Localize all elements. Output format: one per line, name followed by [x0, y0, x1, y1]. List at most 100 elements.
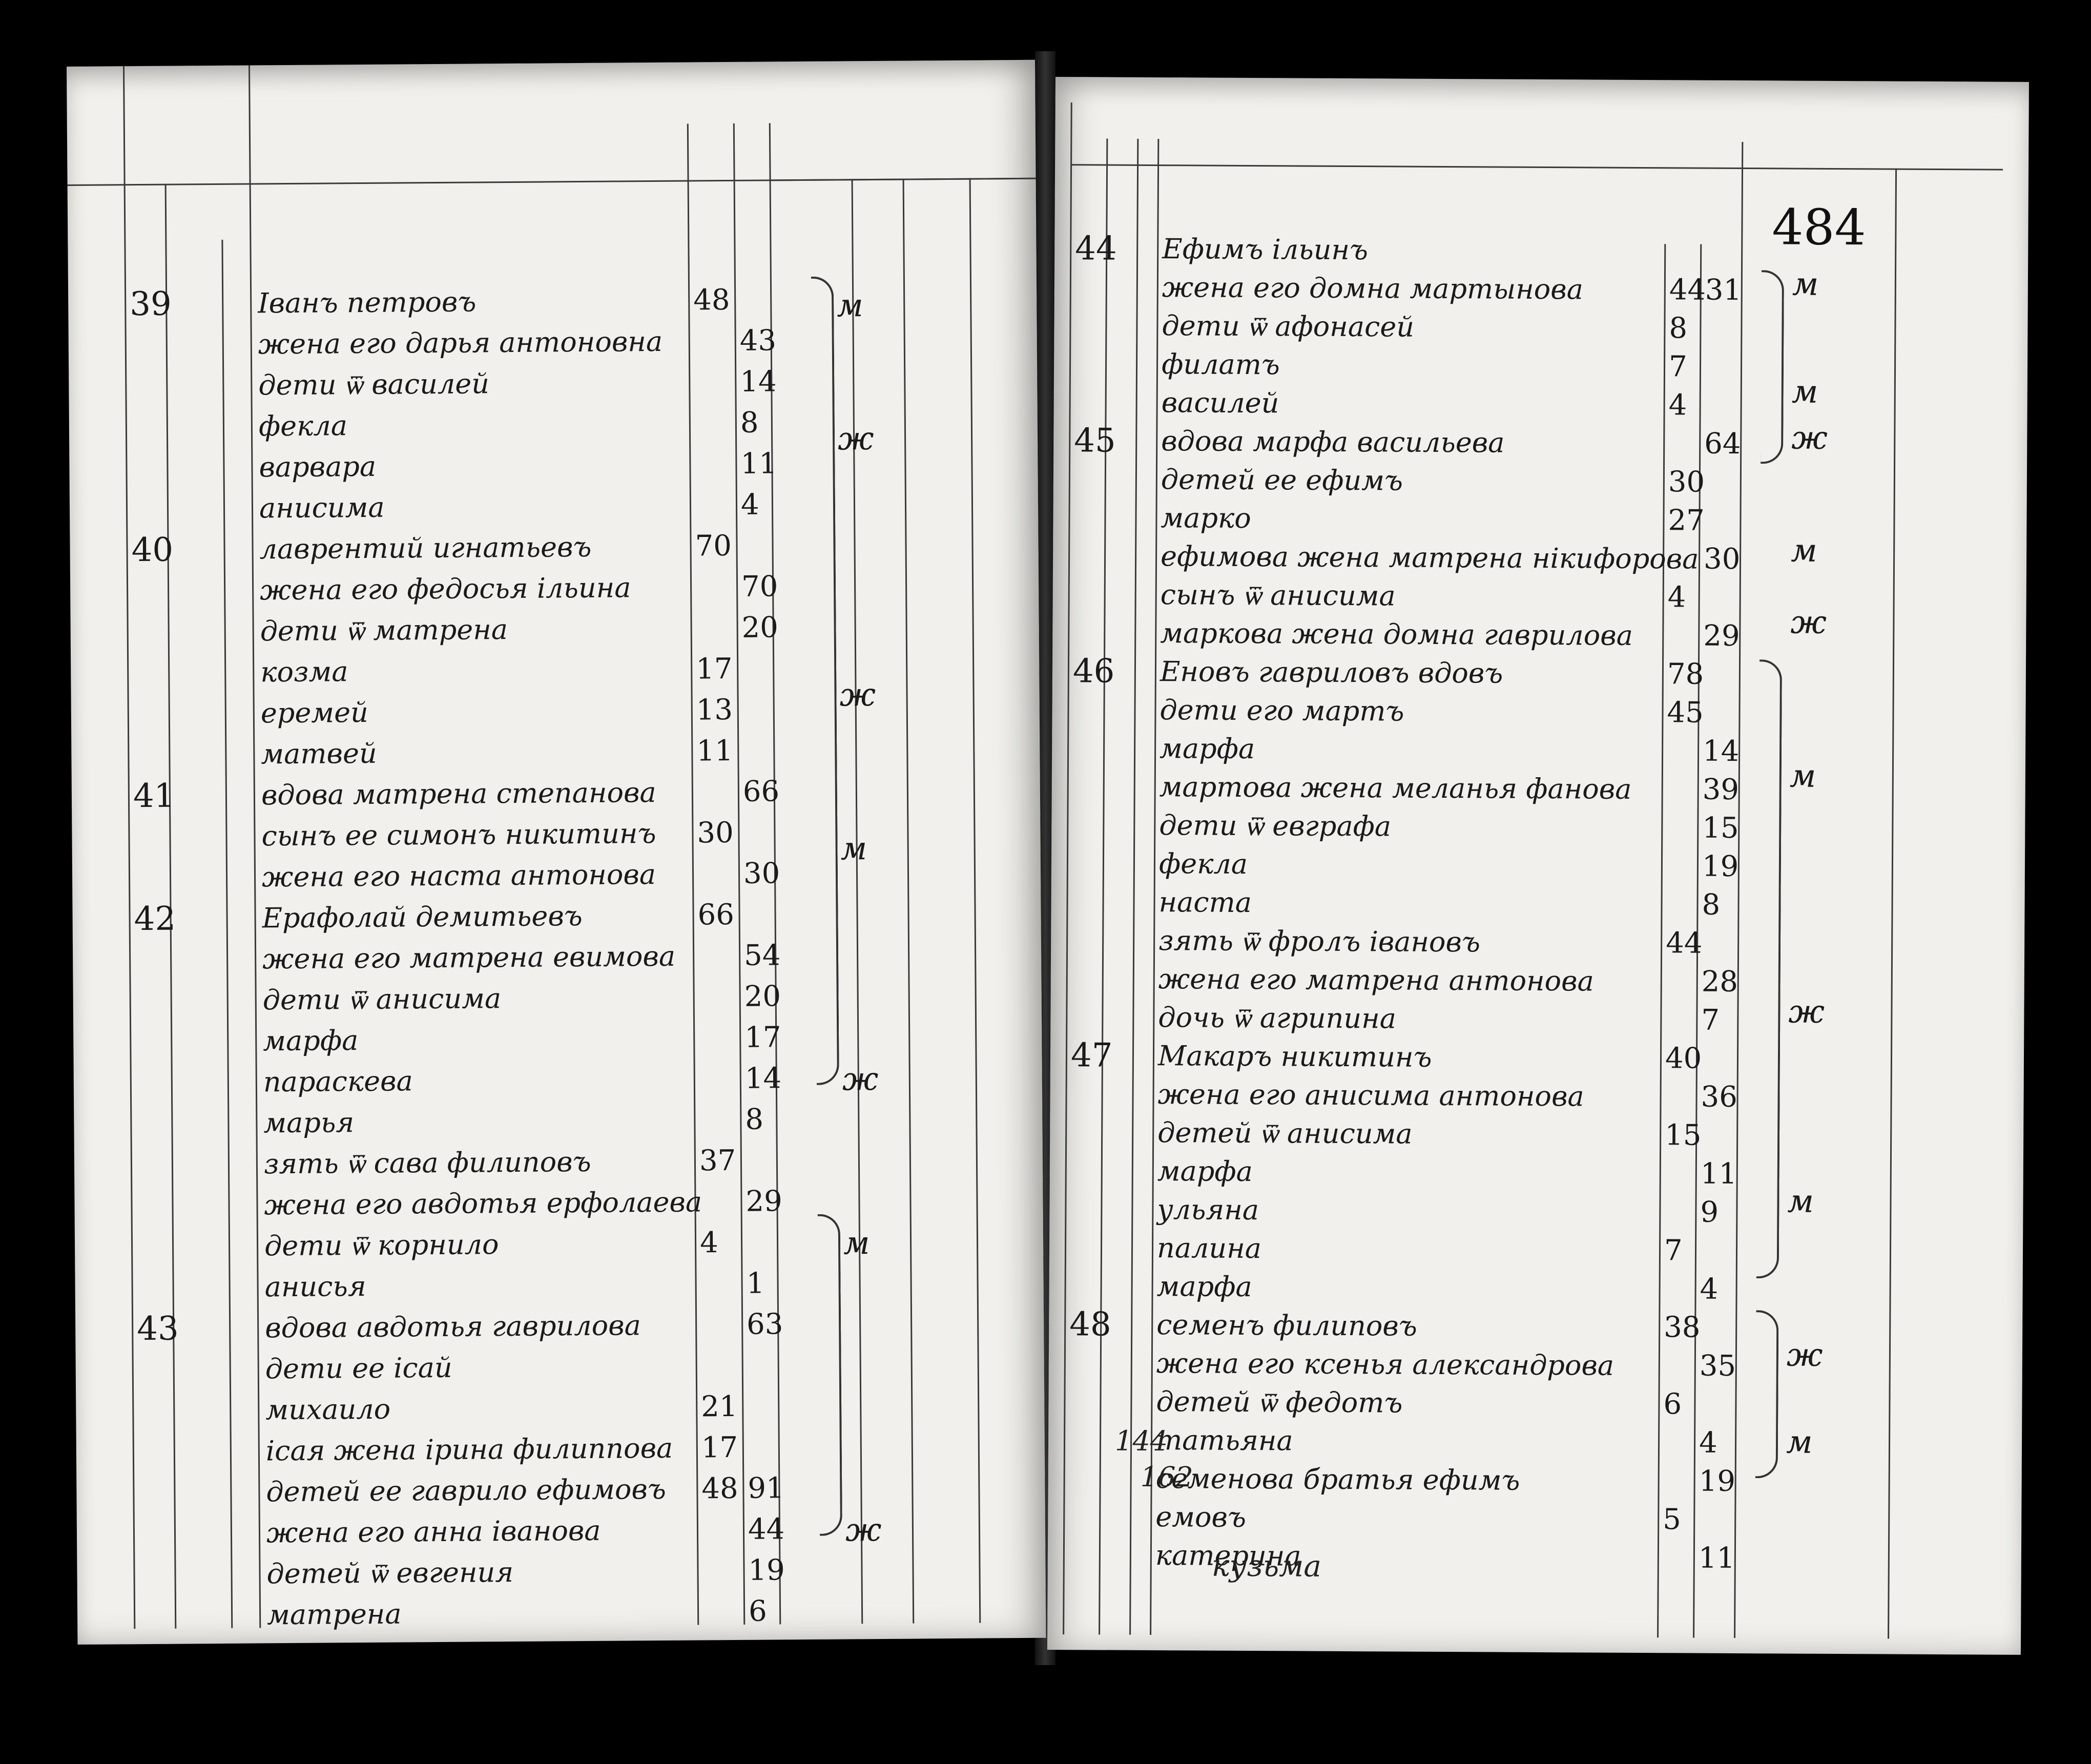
person-name: палина: [1156, 1232, 1262, 1265]
household-number: 44: [1075, 230, 1117, 268]
female-age: 14: [744, 1062, 782, 1095]
male-age: 44: [1669, 273, 1706, 307]
sex-mark: м: [1789, 757, 1816, 795]
female-age: 1: [746, 1267, 765, 1300]
person-name: жена его наста антонова: [261, 858, 656, 894]
male-age: 66: [697, 898, 735, 932]
person-name: марфа: [1159, 732, 1255, 765]
person-name: параскева: [263, 1065, 413, 1098]
female-age: 29: [746, 1185, 782, 1218]
sex-mark: ж: [1788, 992, 1825, 1030]
person-name: дети ѿ евграфа: [1159, 809, 1392, 843]
total-female: 162: [1140, 1460, 1193, 1493]
person-name: дети ѿ корнило: [264, 1228, 499, 1262]
register-row: марко 27: [1053, 500, 2026, 541]
person-name: детей ѿ анисима: [1157, 1116, 1413, 1150]
household-number: 45: [1074, 422, 1116, 460]
person-name: вдова марфа васильева: [1161, 425, 1505, 459]
male-age: 7: [1668, 350, 1687, 384]
person-name: жена его матрена антонова: [1158, 963, 1594, 998]
female-age: 66: [742, 775, 780, 808]
sex-bracket: [1755, 1310, 1779, 1479]
male-age: 4: [1667, 580, 1686, 614]
person-name: Ерафолай демитьевъ: [262, 900, 583, 935]
male-age: 27: [1668, 504, 1705, 537]
register-row: дети ѿ корнило 4: [75, 1223, 1043, 1265]
female-age: 19: [748, 1553, 785, 1587]
person-name: детей ее гаврило ефимовъ: [266, 1472, 667, 1508]
person-name: семенъ филиповъ: [1156, 1309, 1417, 1342]
person-name: емовъ: [1155, 1501, 1247, 1533]
sex-mark: ж: [839, 676, 876, 714]
female-age: 6: [748, 1594, 767, 1628]
register-row: 45 вдова марфа васильева 64: [1053, 422, 2027, 464]
sex-mark: м: [843, 1224, 870, 1262]
person-name: марко: [1161, 502, 1251, 535]
male-age: 4: [699, 1226, 718, 1260]
female-age: 8: [1702, 888, 1721, 922]
female-age: 4: [1699, 1426, 1717, 1460]
person-name: жена его ксенья александрова: [1156, 1347, 1614, 1382]
register-row: фекла 8: [69, 403, 1038, 446]
female-age: 8: [740, 406, 759, 440]
male-age: 78: [1667, 657, 1704, 691]
male-age: 4: [1668, 388, 1687, 422]
sex-bracket: [817, 1214, 843, 1536]
total-male: 144: [1114, 1424, 1168, 1458]
sex-bracket: [1761, 270, 1785, 464]
sex-mark: ж: [845, 1510, 882, 1549]
person-name: еремей: [260, 696, 369, 730]
person-name: вдова матрена степанова: [261, 776, 656, 812]
person-name: семенова братья ефимъ: [1155, 1462, 1520, 1497]
person-name: василей: [1161, 386, 1279, 420]
male-age: 38: [1664, 1311, 1701, 1344]
household-number: 42: [134, 900, 176, 939]
person-name: жена его анисима антонова: [1157, 1078, 1584, 1113]
person-name: филатъ: [1161, 348, 1280, 381]
person-name: марья: [263, 1106, 355, 1139]
person-name: жена его матрена евимова: [262, 940, 676, 976]
household-number: 48: [1069, 1305, 1111, 1344]
register-row: филатъ 7: [1054, 346, 2027, 387]
person-name: марфа: [1156, 1270, 1252, 1303]
register-row: василей 4: [1053, 384, 2027, 425]
person-name: фекла: [258, 409, 348, 443]
person-name: татьяна: [1155, 1424, 1293, 1457]
sex-mark: м: [837, 286, 863, 324]
female-age: 14: [1702, 734, 1740, 769]
female-age: 17: [744, 1021, 781, 1054]
sex-mark: ж: [1786, 1336, 1823, 1374]
female-age: 64: [1704, 427, 1741, 461]
register-row: 48 семенъ филиповъ 38: [1049, 1305, 2022, 1347]
person-name: дети его мартъ: [1160, 694, 1404, 728]
female-age: 39: [1702, 773, 1740, 807]
